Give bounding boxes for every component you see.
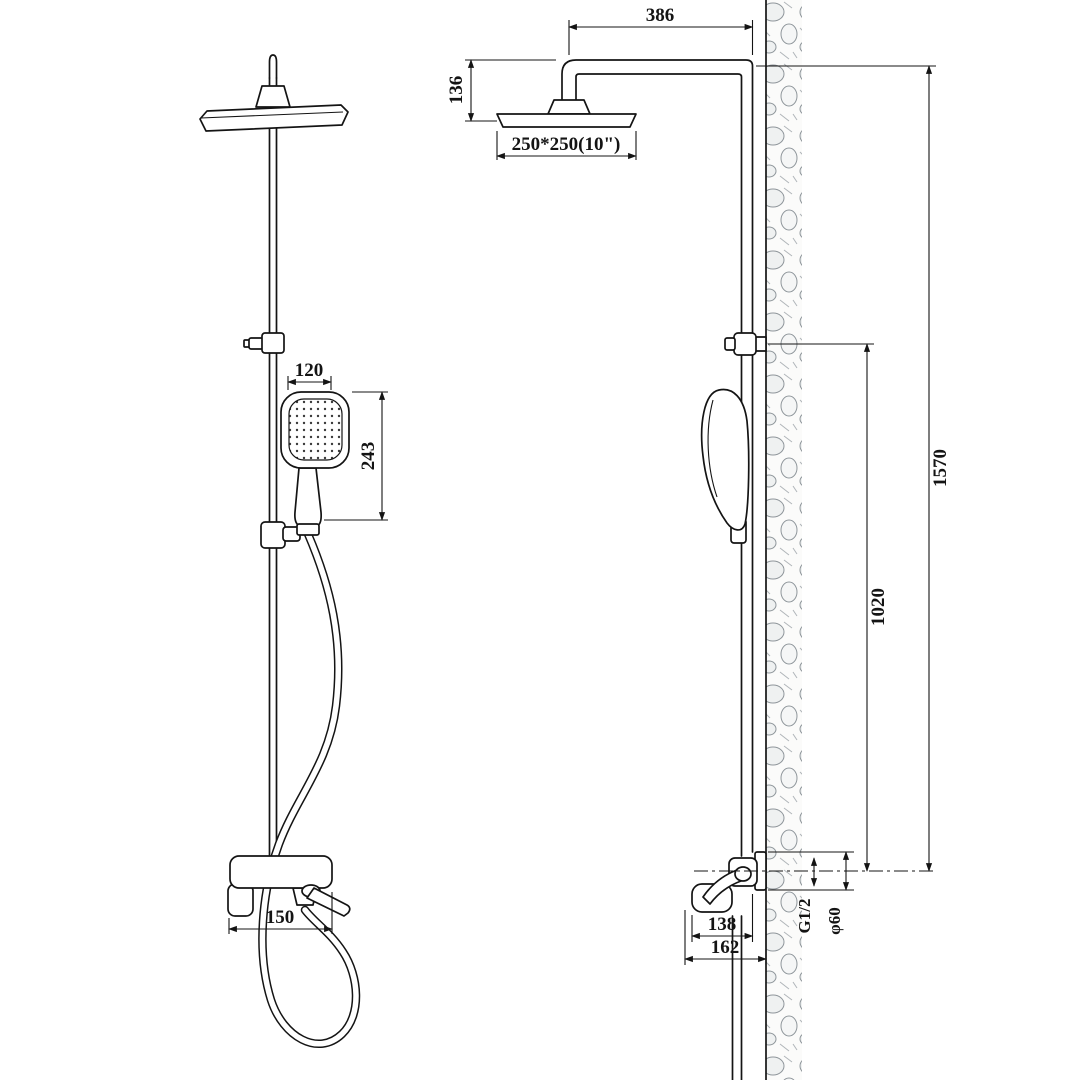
dim-spout-reach: 138 <box>691 894 754 942</box>
dim-mixer-width-label: 150 <box>266 907 295 928</box>
dim-thread-label: G1/2 <box>795 899 814 934</box>
dim-hand-width-label: 120 <box>295 360 324 381</box>
front-mixer <box>227 855 351 917</box>
dim-total-height-label: 1570 <box>930 449 951 487</box>
dim-spout-reach-label: 138 <box>708 914 737 935</box>
side-hand-shower <box>700 388 750 544</box>
front-hand-shower-holder <box>260 521 301 549</box>
dim-head-size: 250*250(10") <box>496 131 637 160</box>
dim-total-reach-label: 162 <box>711 937 740 958</box>
dim-hand-height: 243 <box>324 391 388 521</box>
dim-bar-height: 1020 <box>768 343 889 872</box>
dim-total-height: 1570 <box>756 65 951 872</box>
side-head-connector <box>547 99 591 115</box>
mixer-handle-lever <box>306 887 351 917</box>
dim-hand-width: 120 <box>287 360 332 390</box>
front-hand-shower <box>280 391 350 536</box>
front-riser-pipe <box>268 54 278 858</box>
side-mixer-handle <box>702 869 742 905</box>
dim-head-drop: 136 <box>446 59 556 122</box>
dim-mixer-width: 150 <box>228 892 333 934</box>
front-head-connector <box>255 85 291 108</box>
front-rain-head <box>199 104 349 132</box>
side-mixer-handle-pivot <box>734 866 752 882</box>
side-view: 386 136 250*250(10") 1570 1020 <box>446 0 951 1080</box>
hand-shower-face <box>288 398 343 461</box>
dim-total-reach: 162 <box>684 905 767 965</box>
mixer-body <box>229 855 333 889</box>
wall-section <box>765 0 802 1080</box>
shower-hose <box>258 529 361 1048</box>
side-rain-head <box>496 113 637 128</box>
dim-bar-height-label: 1020 <box>868 588 889 626</box>
front-view: 120 243 150 <box>199 54 388 1048</box>
dim-head-size-label: 250*250(10") <box>512 134 621 155</box>
side-shower-arm <box>561 59 754 857</box>
dim-escutcheon-label: φ60 <box>825 907 844 935</box>
side-hose <box>731 915 743 1080</box>
front-slide-clamp <box>243 332 285 354</box>
hand-shower-nut <box>296 523 320 536</box>
hand-shower-handle <box>294 467 323 527</box>
side-wall-bracket <box>724 332 767 356</box>
dim-arm-length: 386 <box>568 5 754 55</box>
side-mixer <box>691 851 767 913</box>
dim-thread: G1/2 <box>795 857 818 934</box>
dim-arm-length-label: 386 <box>646 5 675 26</box>
dim-hand-height-label: 243 <box>358 442 379 471</box>
dim-escutcheon-diameter: φ60 <box>768 851 854 935</box>
dim-head-drop-label: 136 <box>446 76 467 105</box>
